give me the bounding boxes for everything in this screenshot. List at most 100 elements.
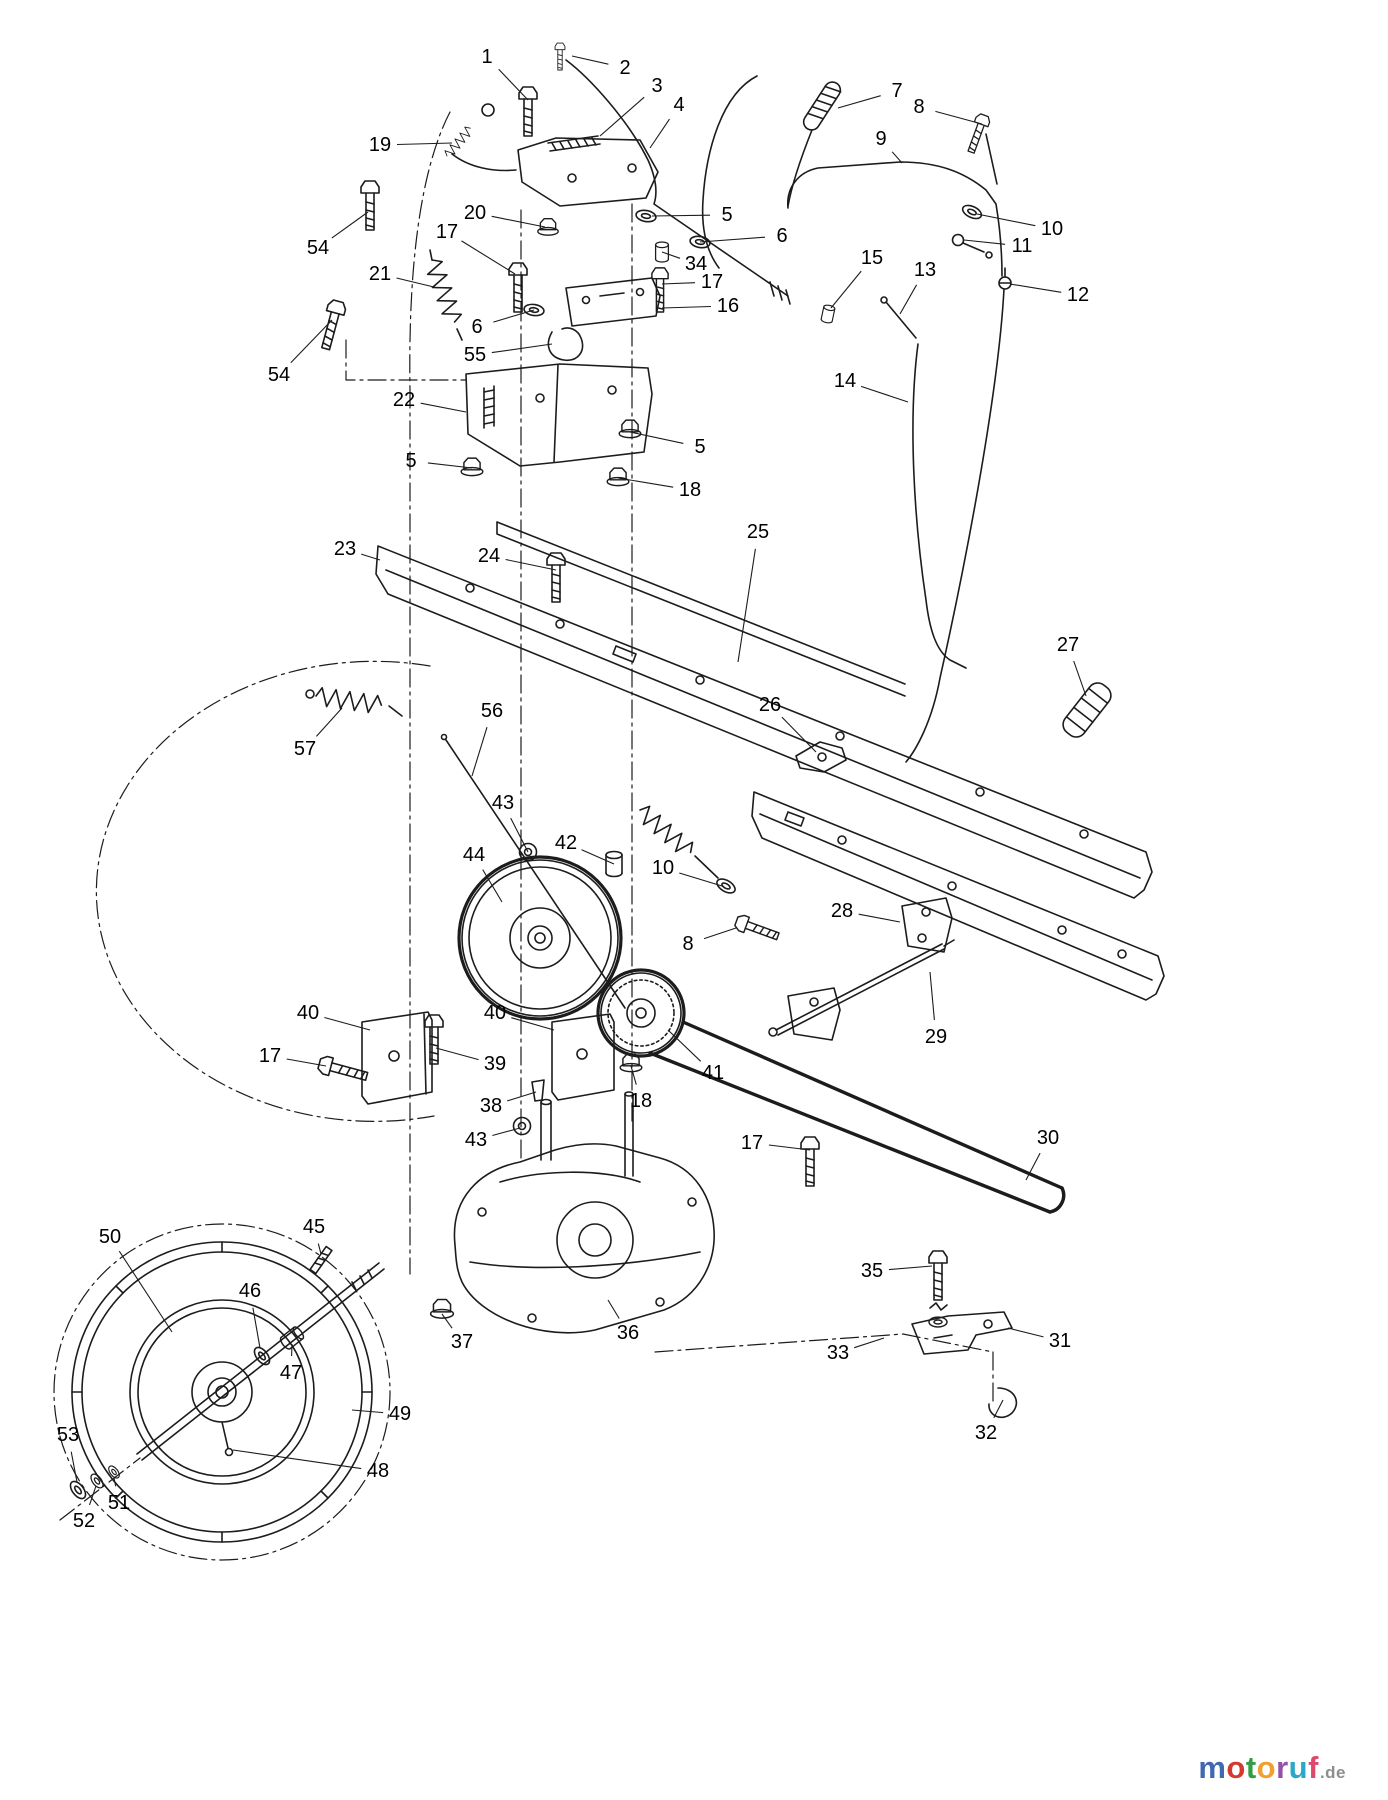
part-callout-17: 17 xyxy=(740,1132,764,1154)
leader-line-34 xyxy=(661,251,681,259)
part-callout-31: 31 xyxy=(1048,1330,1072,1352)
support-brackets xyxy=(316,1011,820,1187)
leader-line-15 xyxy=(830,270,862,309)
logo-letter: m xyxy=(1198,1750,1227,1785)
leader-line-17 xyxy=(661,282,696,285)
leader-line-44 xyxy=(482,869,503,903)
part-callout-33: 33 xyxy=(826,1342,850,1364)
part-callout-27: 27 xyxy=(1056,634,1080,656)
part-callout-5: 5 xyxy=(694,436,706,458)
leader-line-31 xyxy=(1007,1327,1044,1338)
part-callout-12: 12 xyxy=(1066,284,1090,306)
top-bracket-assembly xyxy=(442,42,791,305)
leader-line-1 xyxy=(498,68,529,101)
leader-line-7 xyxy=(837,95,881,109)
rear-wheel xyxy=(66,1241,373,1543)
drive-pulley xyxy=(457,842,623,1021)
part-callout-44: 44 xyxy=(462,844,486,866)
logo-letter: f xyxy=(1308,1750,1319,1785)
part-callout-18: 18 xyxy=(678,479,702,501)
leader-line-12 xyxy=(1009,283,1062,293)
part-callout-7: 7 xyxy=(891,80,903,102)
leader-line-55 xyxy=(491,343,553,354)
leader-line-5 xyxy=(651,214,711,217)
part-callout-55: 55 xyxy=(463,344,487,366)
part-callout-54: 54 xyxy=(306,237,330,259)
leader-line-50 xyxy=(118,1250,173,1333)
leader-line-40 xyxy=(511,1017,555,1031)
part-callout-22: 22 xyxy=(392,389,416,411)
leader-line-35 xyxy=(888,1265,933,1271)
logo-letter: r xyxy=(1276,1750,1289,1785)
leader-line-43 xyxy=(492,1127,521,1137)
leader-line-56 xyxy=(471,727,488,777)
leader-line-9 xyxy=(891,151,903,164)
part-callout-56: 56 xyxy=(480,700,504,722)
leader-line-51 xyxy=(113,1477,117,1487)
leader-line-10 xyxy=(976,213,1036,227)
part-callout-11: 11 xyxy=(1011,235,1033,257)
leader-line-26 xyxy=(781,716,817,753)
part-callout-52: 52 xyxy=(72,1510,96,1532)
leader-line-53 xyxy=(70,1451,78,1483)
leader-line-23 xyxy=(361,553,381,561)
leader-line-48 xyxy=(232,1449,362,1470)
part-callout-49: 49 xyxy=(388,1403,412,1425)
part-callout-10: 10 xyxy=(651,857,675,879)
leader-line-41 xyxy=(667,1029,702,1062)
leader-line-30 xyxy=(1025,1152,1041,1181)
leader-line-20 xyxy=(491,215,546,228)
part-callout-42: 42 xyxy=(554,832,578,854)
part-callout-24: 24 xyxy=(477,545,501,567)
springs xyxy=(305,686,782,1009)
leader-line-45 xyxy=(317,1243,322,1255)
leader-line-14 xyxy=(860,385,909,403)
hanger-bracket xyxy=(316,180,653,487)
part-callout-57: 57 xyxy=(293,738,317,760)
leader-line-5 xyxy=(629,431,684,444)
part-callout-32: 32 xyxy=(974,1422,998,1444)
logo-letter: o xyxy=(1226,1750,1246,1785)
leader-line-17 xyxy=(461,240,516,275)
part-callout-16: 16 xyxy=(716,295,740,317)
leader-line-2 xyxy=(571,55,609,65)
part-callout-43: 43 xyxy=(464,1129,488,1151)
leader-line-10 xyxy=(679,872,723,887)
part-callout-17: 17 xyxy=(435,221,459,243)
part-callout-23: 23 xyxy=(333,538,357,560)
leader-line-42 xyxy=(581,849,615,865)
part-callout-54: 54 xyxy=(267,364,291,386)
part-callout-34: 34 xyxy=(684,253,708,275)
idler-plate xyxy=(508,262,669,361)
leader-line-28 xyxy=(858,913,901,923)
clutch-handle xyxy=(701,75,1012,763)
leader-line-52 xyxy=(88,1485,97,1506)
part-callout-53: 53 xyxy=(56,1424,80,1446)
part-callout-17: 17 xyxy=(258,1045,282,1067)
leader-line-6 xyxy=(699,236,766,243)
motoruf-logo: motoruf.de xyxy=(1198,1750,1346,1786)
frame-rails xyxy=(375,521,1165,1041)
part-callout-13: 13 xyxy=(913,259,937,281)
leader-line-18 xyxy=(617,477,674,488)
part-callout-6: 6 xyxy=(471,316,483,338)
anchor-bracket xyxy=(911,1250,1018,1419)
part-callout-40: 40 xyxy=(296,1002,320,1024)
part-callout-46: 46 xyxy=(238,1280,262,1302)
part-callout-5: 5 xyxy=(405,450,417,472)
leader-line-46 xyxy=(252,1307,261,1349)
part-callout-47: 47 xyxy=(279,1362,303,1384)
part-callout-30: 30 xyxy=(1036,1127,1060,1149)
leader-line-39 xyxy=(435,1047,479,1061)
part-callout-26: 26 xyxy=(758,694,782,716)
leader-line-17 xyxy=(768,1144,811,1151)
part-callout-38: 38 xyxy=(479,1095,503,1117)
leader-line-32 xyxy=(993,1399,1004,1419)
part-callout-25: 25 xyxy=(746,521,770,543)
part-callout-41: 41 xyxy=(701,1062,725,1084)
leader-line-19 xyxy=(396,142,453,146)
leader-line-21 xyxy=(396,277,439,289)
part-callout-19: 19 xyxy=(368,134,392,156)
leader-line-6 xyxy=(493,309,535,323)
leader-line-37 xyxy=(441,1313,453,1329)
